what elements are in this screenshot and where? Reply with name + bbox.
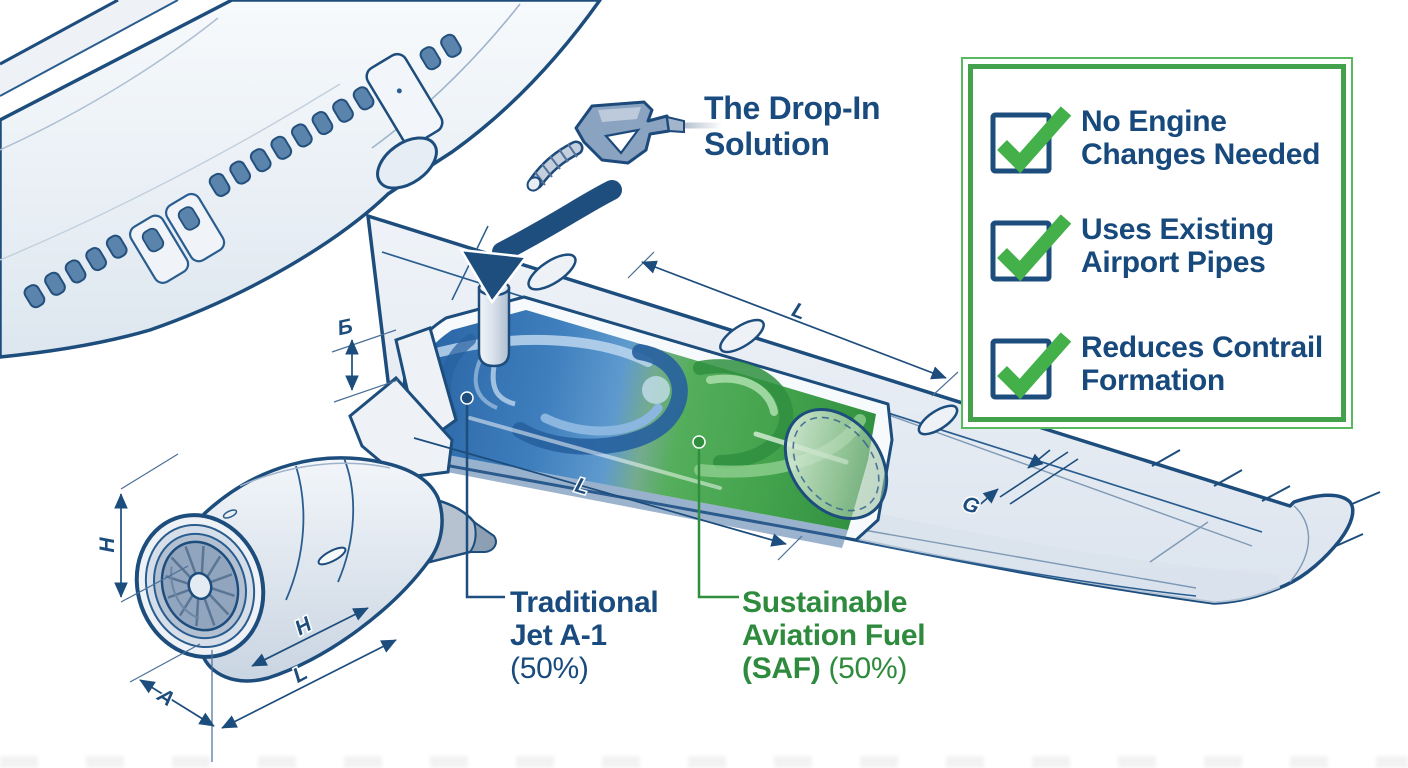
checklist-item-1-line2: Changes Needed [1081,138,1321,171]
checkbox-checked-icon [990,106,1072,174]
page-title: The Drop-In Solution [704,90,881,162]
fuselage [0,0,602,359]
tank-end-cap [783,408,889,520]
saf-marker-dot [692,435,706,449]
engine-pylon [348,326,458,480]
dim-label-engine-width: A [152,683,178,711]
checklist-item-contrail: Reduces Contrail Formation [989,325,1337,409]
saf-abbrev: (SAF) [742,652,821,685]
jet-a1-marker-dot [460,391,474,405]
checklist-item-3-line2: Formation [1081,364,1225,397]
benefits-checklist-box: No Engine Changes Needed Uses Existing A… [961,57,1353,429]
pour-arrow-icon [458,176,626,305]
window-row [23,33,462,309]
saf-line2: Aviation Fuel [742,619,926,652]
title-line1: The Drop-In [704,90,881,126]
static-wicks [1151,449,1381,547]
dim-label-engine-height: H [96,537,119,553]
title-line2: Solution [704,126,830,162]
checklist-item-existing-pipes: Uses Existing Airport Pipes [989,207,1337,291]
checklist-item-2-line2: Airport Pipes [1081,246,1266,279]
checklist-item-no-engine-changes: No Engine Changes Needed [989,99,1337,183]
fuel-nozzle-icon [526,100,722,192]
dim-label-root-thickness: Б [335,315,354,341]
engine-fan [134,513,266,659]
saf-fuel-label: Sustainable Aviation Fuel (SAF)(50%) [742,586,926,685]
checklist-item-2-line1: Uses Existing [1081,213,1274,246]
saf-line1: Sustainable [742,586,908,619]
traditional-line1: Traditional [510,586,659,619]
checkbox-checked-icon [990,332,1072,400]
checklist-item-1-line1: No Engine [1081,105,1227,138]
fuel-tank-cutaway [402,279,894,548]
dim-label-span-upper: L [789,298,809,324]
winglet-seam [1289,505,1310,583]
engine [134,456,497,683]
wing-root-fairing [376,136,438,190]
traditional-line2: Jet A-1 [510,619,607,652]
checklist-item-3-line1: Reduces Contrail [1081,331,1323,364]
traditional-percent: (50%) [510,652,589,685]
cabin-doors [128,52,444,284]
bottom-artifact-strip [0,756,1408,768]
checkbox-checked-icon [990,214,1072,282]
traditional-fuel-label: Traditional Jet A-1 (50%) [510,586,659,685]
saf-percent: (50%) [828,652,908,685]
leader-lines [460,391,739,599]
